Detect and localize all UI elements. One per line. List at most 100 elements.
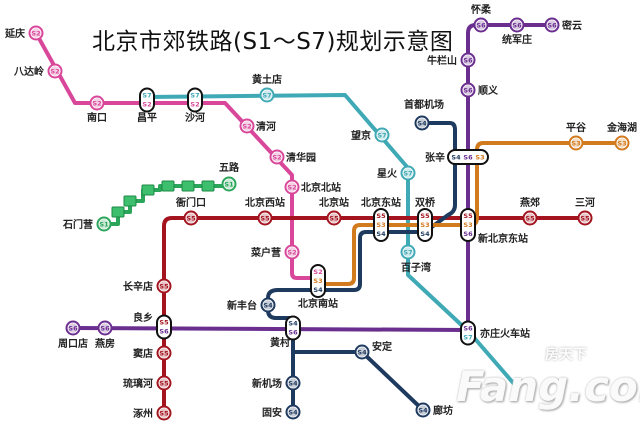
line-badge: S6 (512, 21, 522, 29)
station-label: 窦店 (133, 347, 153, 360)
station-marker-fill (525, 213, 535, 223)
station-label: 顺义 (478, 84, 499, 97)
line-badge: S3 (463, 221, 472, 229)
station-marker (577, 210, 593, 226)
line-badge: S5 (420, 212, 430, 220)
line-badge: S5 (329, 214, 339, 222)
interchange-marker (417, 208, 433, 242)
station-label: 新北京东站 (478, 232, 528, 245)
station-marker-fill (377, 130, 387, 140)
line-badge: S3 (617, 139, 626, 147)
station-marker-fill (92, 98, 102, 108)
interchange-marker (460, 320, 476, 346)
station-label: 望京 (351, 129, 371, 142)
station-marker-fill (403, 168, 413, 178)
station-marker (221, 176, 237, 192)
station-marker-fill (287, 182, 297, 192)
station-marker (257, 210, 273, 226)
station-marker (473, 17, 489, 33)
station-label: 牛栏山 (427, 54, 457, 67)
interchange-marker (187, 87, 203, 113)
station-marker-fill (99, 219, 109, 229)
station-label: 新机场 (252, 377, 282, 390)
s1-planned-marker (181, 180, 195, 192)
line-badge: S7 (142, 92, 151, 100)
line-badge: S4 (288, 408, 298, 416)
station-marker-fill (159, 348, 169, 358)
station-label: 周口店 (58, 337, 88, 350)
line-badge: S6 (547, 21, 557, 29)
s1-planned-marker (123, 195, 137, 207)
line-badge: S6 (463, 230, 473, 238)
station-label: 平谷 (566, 121, 587, 134)
station-marker-fill (580, 213, 590, 223)
line-badge: S4 (357, 348, 367, 356)
station-marker (614, 135, 630, 151)
station-label: 北京北站 (301, 181, 341, 194)
station-marker-fill (512, 20, 522, 30)
line-badge: S7 (403, 169, 412, 177)
line-badge: S6 (159, 328, 169, 336)
line-badge: S5 (159, 379, 169, 387)
line-badge: S1 (99, 220, 109, 228)
station-marker-fill (186, 213, 196, 223)
line-badge: S5 (159, 319, 169, 327)
station-marker (326, 210, 342, 226)
station-marker (28, 25, 44, 41)
line-badge: S2 (92, 99, 101, 107)
station-marker-fill (288, 407, 298, 417)
interchange-marker (139, 87, 155, 113)
station-marker (97, 320, 113, 336)
station-marker (285, 375, 301, 391)
station-marker (156, 375, 172, 391)
station-label: 黄村 (270, 336, 290, 349)
